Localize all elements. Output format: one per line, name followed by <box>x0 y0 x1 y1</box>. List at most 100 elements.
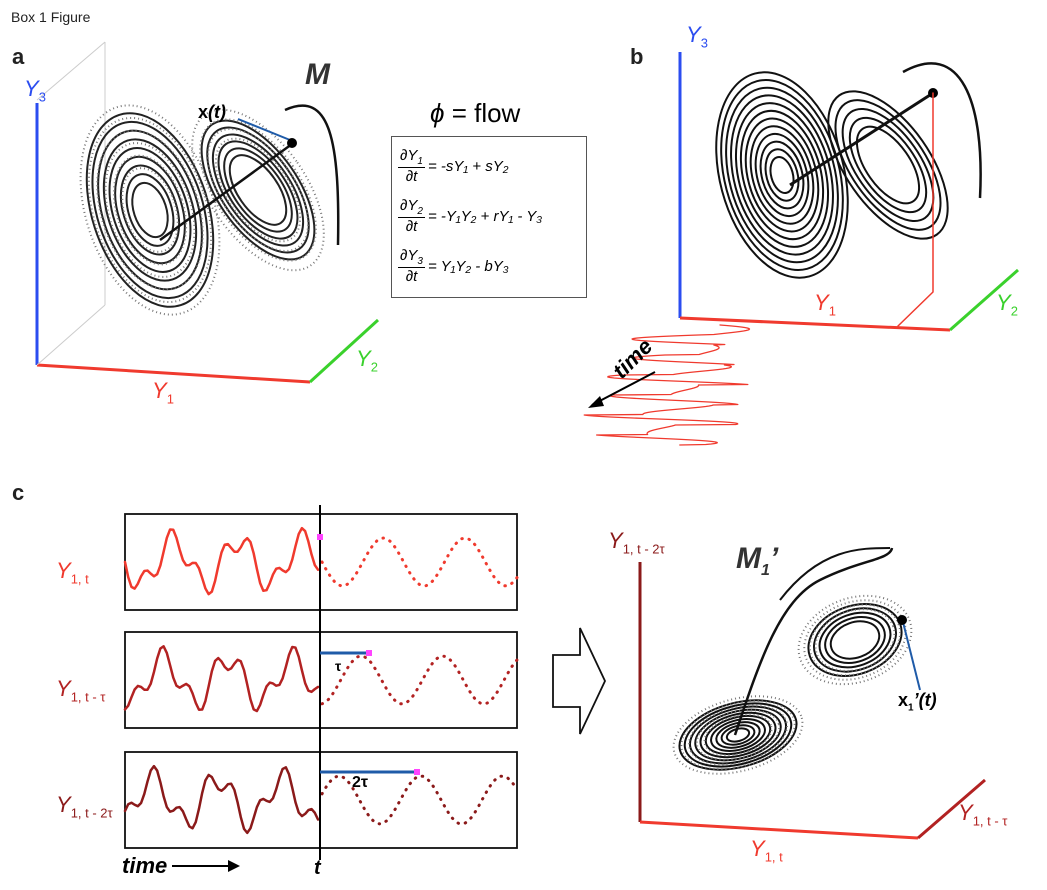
equation-2-rhs: = -Y₁Y₂ + rY₁ - Y₃ <box>427 207 543 225</box>
time-axis-label-c: time <box>122 853 168 878</box>
attractor-lobe-left-b <box>769 156 795 194</box>
attractor-lobe-left-b <box>744 117 820 233</box>
reconstructed-lobe-upper <box>824 616 886 664</box>
attractor-lobe-left-b <box>725 86 839 264</box>
flow-title: ϕ = flow <box>430 98 520 129</box>
attractor-lobe-left-a <box>85 112 215 308</box>
reconstructed-point <box>897 615 907 625</box>
time-axis-arrowhead-c <box>228 860 240 872</box>
attractor-lobe-left-a-dots <box>112 154 188 266</box>
axis-label-y3-a-main: Y <box>24 76 39 101</box>
guide-line-a <box>36 41 106 101</box>
axis-label-c-horizontal: Y1, t <box>750 836 783 864</box>
equation-2-num-text: ∂Y <box>400 197 418 214</box>
axis-c-horizontal <box>639 820 919 840</box>
axis-label-y2-a-main: Y <box>356 346 371 371</box>
equation-2: ∂Y2∂t = -Y₁Y₂ + rY₁ - Y₃ <box>398 191 580 241</box>
manifold-label-m: M <box>305 58 330 91</box>
attractor-lobe-right-b <box>855 125 921 205</box>
axis-label-c-horizontal-sub: 1, t <box>764 849 783 865</box>
equation-3-lhs: ∂Y3∂t <box>398 247 425 285</box>
flow-equations-box: ∂Y1∂t = -sY₁ + sY₂ ∂Y2∂t = -Y₁Y₂ + rY₁ -… <box>391 136 587 298</box>
axis-label-y2-a-sub: 2 <box>370 359 378 375</box>
axis-c-depth <box>917 778 986 840</box>
series-label-y1-t-2tau: Y1, t - 2τ <box>56 792 113 820</box>
attractor-lobe-right-a-dots <box>199 118 317 262</box>
timeseries-dotted-y1-t <box>320 536 519 588</box>
reconstructed-lobe-lower <box>720 724 756 746</box>
axis-label-y1-b: Y1 <box>814 290 836 318</box>
reconstructed-lobe-lower <box>683 702 793 768</box>
equation-1: ∂Y1∂t = -sY₁ + sY₂ <box>398 141 580 191</box>
attractor-lobe-left-a <box>131 181 169 239</box>
timeseries-solid-y1-t-2tau <box>123 764 320 835</box>
attractor-lobe-right-b <box>841 108 935 222</box>
attractor-lobe-right-b <box>848 116 928 214</box>
axis-label-y3-b-sub: 3 <box>700 35 708 51</box>
axis-label-y2-b: Y2 <box>996 290 1018 318</box>
equation-3: ∂Y3∂t = Y₁Y₂ - bY₃ <box>398 241 580 291</box>
trajectory-bridge-a <box>159 142 293 242</box>
panel-label-c: c <box>12 480 25 505</box>
attractor-lobe-right-a <box>228 154 288 226</box>
axis-label-y3-b: Y3 <box>686 22 708 50</box>
attractor-lobe-left-a <box>108 147 192 273</box>
reconstructed-bridge <box>733 547 894 736</box>
series-label-y1-t-main: Y <box>56 558 71 583</box>
attractor-lobe-right-a <box>200 119 316 261</box>
reconstructed-lobe-lower <box>688 705 788 765</box>
equation-1-num-sub: 1 <box>417 156 423 167</box>
reconstructed-lobe-lower-dots <box>672 695 804 775</box>
timeseries-solid-y1-t <box>123 526 320 596</box>
reconstructed-lobe-lower-dots <box>680 699 796 771</box>
axis-label-c-horizontal-main: Y <box>750 836 765 861</box>
attractor-lobe-right-b <box>834 99 942 231</box>
axis-label-c-depth-main: Y <box>958 800 973 825</box>
attractor-lobe-right-a-dots <box>214 137 302 243</box>
axis-label-c-vertical: Y1, t - 2τ <box>608 528 665 556</box>
axis-y1-b <box>679 316 951 332</box>
reconstructed-tail <box>779 547 891 601</box>
series-label-y1-t: Y1, t <box>56 558 89 586</box>
attractor-lobe-left-a-dots <box>121 167 179 253</box>
axis-label-y1-a-main: Y <box>152 378 167 403</box>
t-label: t <box>314 857 321 879</box>
figure-title: Box 1 Figure <box>11 9 91 25</box>
axis-label-c-depth-sub: 1, t - τ <box>972 813 1008 829</box>
axis-label-y2-b-main: Y <box>996 290 1011 315</box>
state-point-label-x: x <box>198 102 209 122</box>
axis-label-y3-a-sub: 3 <box>38 89 46 105</box>
manifold-label-m1-sub: 1 <box>761 562 770 579</box>
axis-label-y1-b-main: Y <box>814 290 829 315</box>
reconstructed-lobe-lower-dots <box>695 709 781 761</box>
time-arrow-b <box>591 371 656 406</box>
attractor-lobe-left-b <box>754 132 810 218</box>
attractor-lobe-left-b <box>759 140 805 210</box>
equation-1-num: ∂Y1 <box>398 147 425 168</box>
manifold-label-m1: M1’ <box>736 542 778 580</box>
reconstructed-point-label-rest: ’(t) <box>913 690 937 710</box>
equation-3-rhs: = Y₁Y₂ - bY₃ <box>427 257 509 275</box>
equation-1-rhs: = -sY₁ + sY₂ <box>427 157 509 175</box>
axis-label-c-vertical-sub: 1, t - 2τ <box>622 541 665 557</box>
equation-2-num-sub: 2 <box>417 206 423 217</box>
attractor-lobe-left-b <box>730 94 834 256</box>
axis-label-c-vertical-main: Y <box>608 528 623 553</box>
equation-2-den: ∂t <box>405 218 418 235</box>
lag-point-2tau <box>414 769 420 775</box>
attractor-lobe-left-a-dots <box>87 116 213 304</box>
axis-y2-a <box>308 318 380 384</box>
reconstructed-point-label-x: x <box>898 690 909 710</box>
timeseries-solid-y1-t-tau <box>123 645 320 713</box>
series-label-y1-t-tau: Y1, t - τ <box>56 676 105 704</box>
time-series-trace-b <box>583 324 751 446</box>
attractor-lobe-right-a <box>223 147 293 233</box>
series-label-y1-t-tau-sub: 1, t - τ <box>70 689 106 705</box>
attractor-lobe-right-a <box>217 140 299 240</box>
reconstructed-lobe-lower <box>715 721 761 749</box>
equation-1-num-text: ∂Y <box>400 147 418 164</box>
trajectory-tail-a <box>284 104 340 246</box>
attractor-lobe-right-b <box>827 90 949 240</box>
equation-1-den: ∂t <box>405 168 418 185</box>
